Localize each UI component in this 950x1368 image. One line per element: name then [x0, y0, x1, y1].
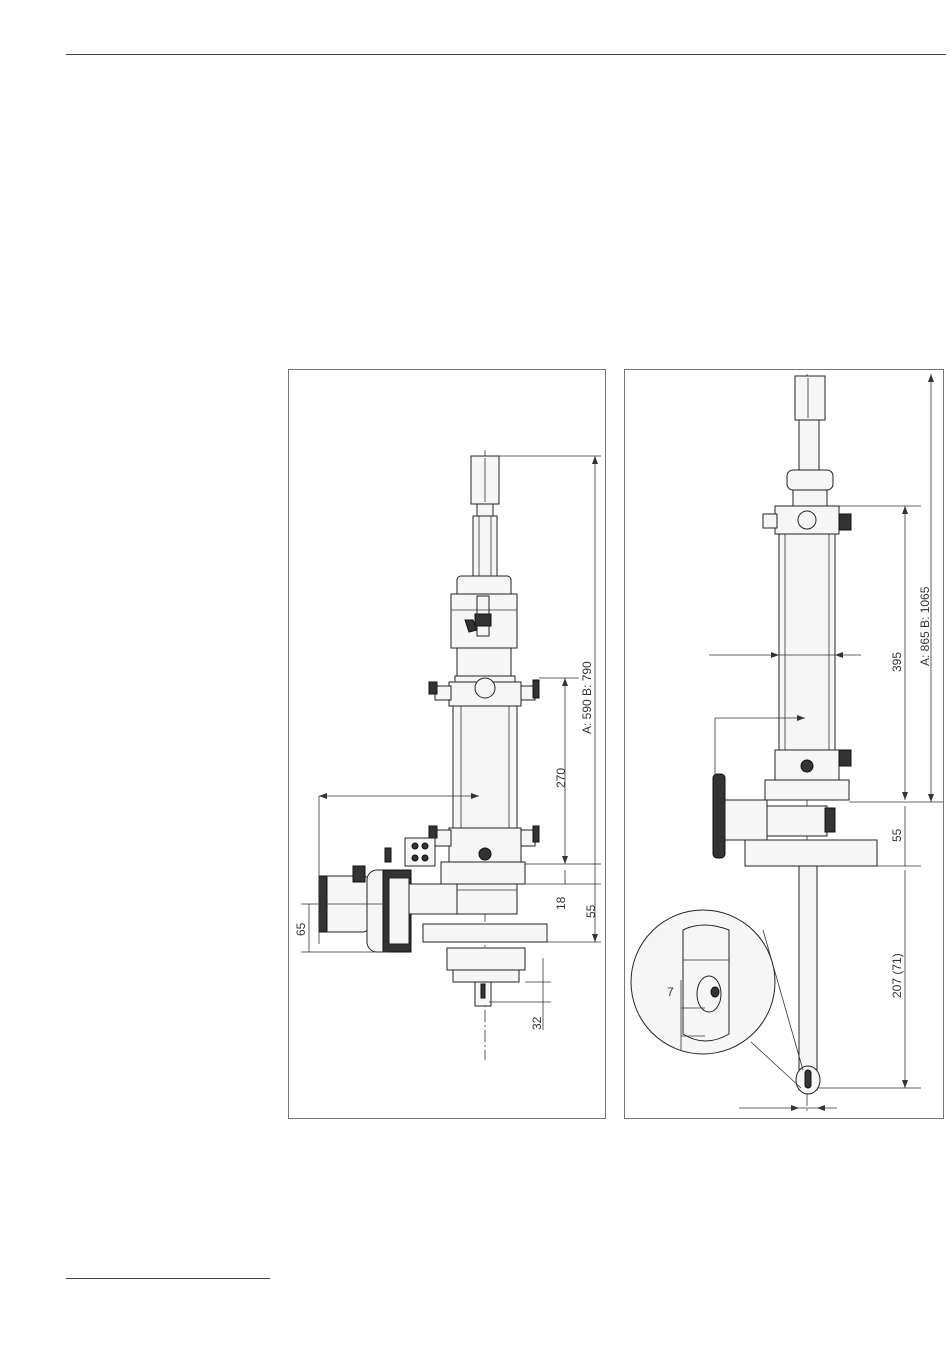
solenoid-block — [405, 838, 435, 866]
dim-395: 395 — [890, 652, 904, 672]
dim-total-left: A: 590 B: 790 — [580, 661, 594, 734]
footer-rule — [66, 1278, 270, 1279]
dim-total-right: A: 865 B: 1065 — [918, 586, 932, 666]
header-rule — [66, 54, 946, 55]
cylinder-body — [453, 706, 517, 834]
dim-32: 32 — [530, 1016, 544, 1030]
drawing-panel-right: A: 865 B: 1065 395 55 207 (71) 7 — [624, 369, 944, 1119]
handwheel — [713, 774, 725, 858]
dim-65: 65 — [294, 922, 308, 936]
top-handle — [795, 376, 825, 420]
drawing-panel-left: A: 590 B: 790 270 18 55 65 32 — [288, 369, 606, 1119]
dimension-drawing-right: A: 865 B: 1065 395 55 207 (71) 7 — [625, 370, 945, 1120]
dim-207: 207 (71) — [890, 953, 904, 998]
dim-55-right: 55 — [890, 828, 904, 842]
cylinder-body — [779, 534, 835, 750]
bottom-flange-plate — [423, 924, 547, 942]
probe-shaft — [799, 866, 817, 1090]
dim-270: 270 — [554, 768, 568, 788]
dim-18: 18 — [554, 896, 568, 910]
dimension-drawing-left: A: 590 B: 790 270 18 55 65 32 — [289, 370, 607, 1120]
dim-55-left: 55 — [584, 904, 598, 918]
dim-7: 7 — [667, 985, 674, 999]
